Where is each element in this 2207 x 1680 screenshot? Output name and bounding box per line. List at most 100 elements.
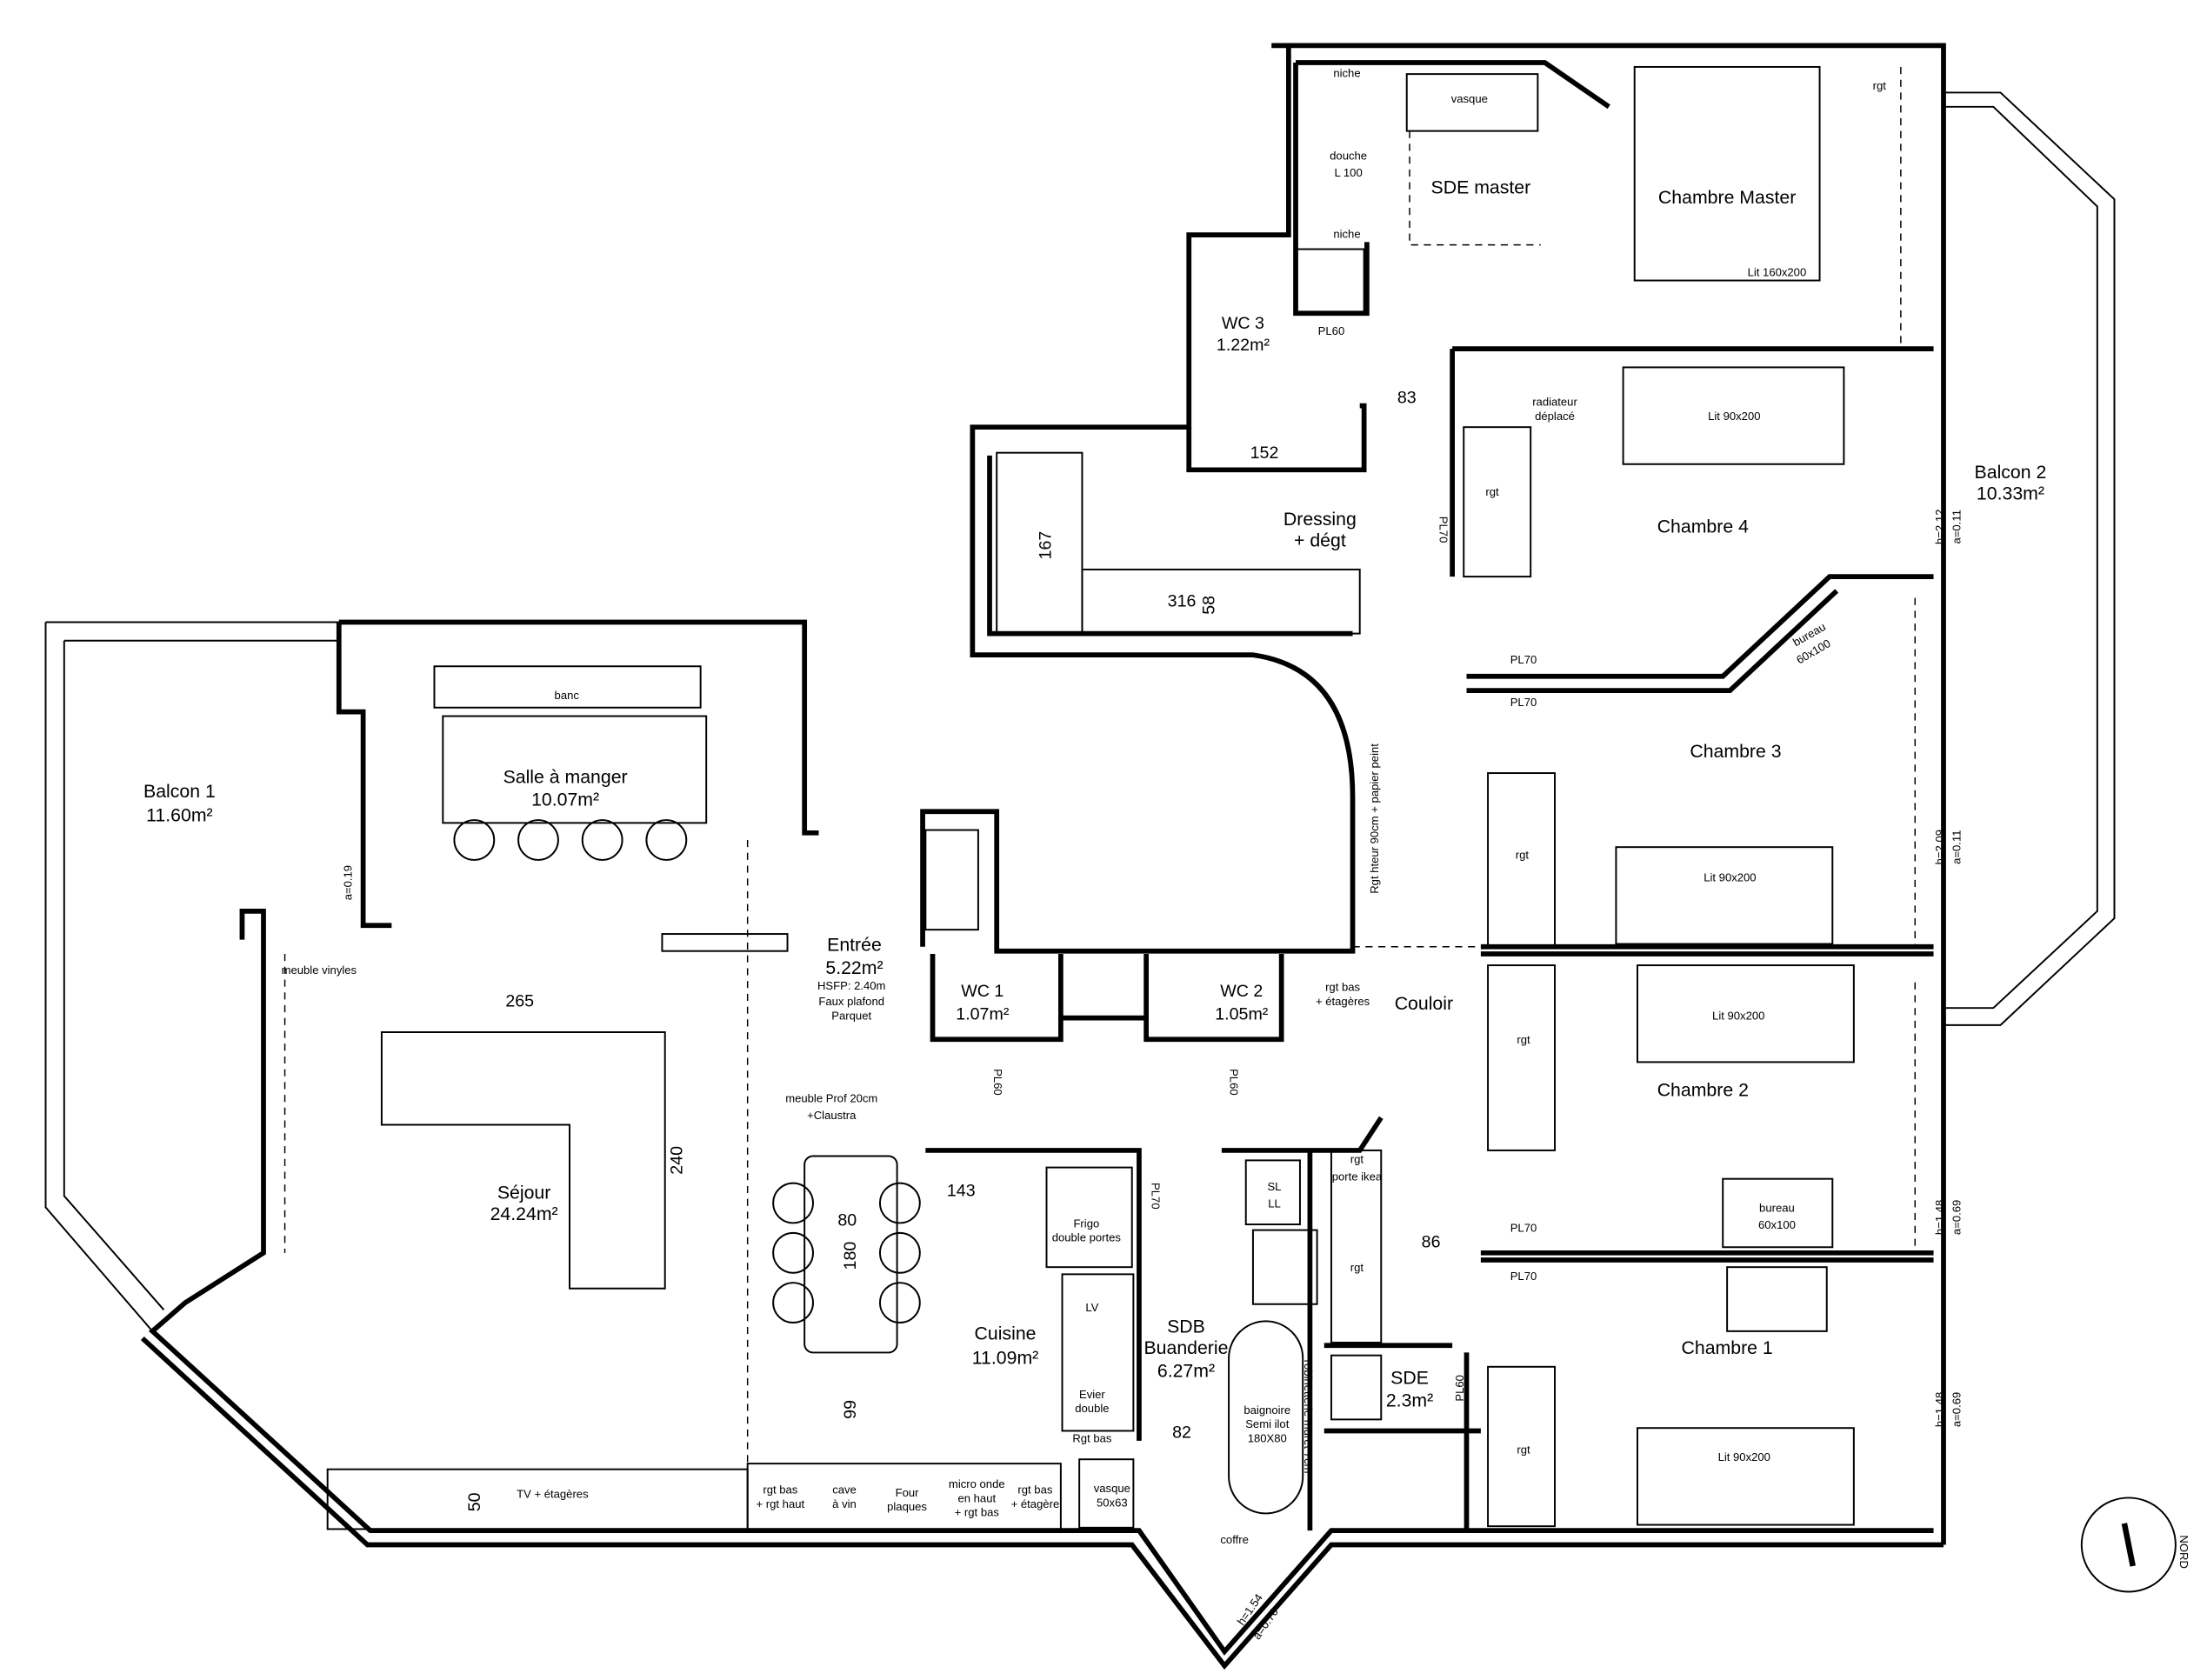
labels: SDE master Chambre Master niche niche do… bbox=[143, 66, 2046, 1642]
room-balcon1: Balcon 1 bbox=[143, 781, 216, 802]
dimension: 50 bbox=[465, 1492, 484, 1511]
dimension: 83 bbox=[1397, 388, 1417, 407]
rgt-hteur-label: Rgt hteur 90cm + papier peint bbox=[1368, 743, 1381, 894]
door-label: PL70 bbox=[1150, 1183, 1163, 1210]
room-sejour: Séjour bbox=[497, 1183, 550, 1203]
dimension: 80 bbox=[837, 1211, 857, 1230]
entree-note: Faux plafond bbox=[818, 995, 884, 1008]
room-sdb: Buanderie bbox=[1144, 1337, 1228, 1358]
room-chambre-master: Chambre Master bbox=[1658, 187, 1796, 208]
kitchen-unit-label: Four bbox=[896, 1486, 920, 1499]
coffre-label: coffre bbox=[1220, 1533, 1248, 1546]
baignoire-label: 180X80 bbox=[1248, 1432, 1287, 1445]
window-label: a=0.69 bbox=[1950, 1392, 1964, 1427]
room-balcon2: Balcon 2 bbox=[1975, 462, 2047, 483]
rgt-label: rgt bbox=[1350, 1153, 1364, 1166]
bed-label: Lit 160x200 bbox=[1748, 266, 1807, 279]
rgt-label: rgt bbox=[1485, 485, 1499, 498]
bed-label: Lit 90x200 bbox=[1718, 1450, 1770, 1463]
room-sde: SDE bbox=[1390, 1367, 1429, 1388]
window-label: h=1.48 bbox=[1933, 1200, 1946, 1235]
dimension: 180 bbox=[841, 1242, 860, 1270]
room-entree: Entrée bbox=[827, 935, 882, 956]
dimension: 58 bbox=[1200, 596, 1219, 615]
radiateur-label: déplacé bbox=[1535, 410, 1575, 423]
door-label: PL60 bbox=[1318, 324, 1345, 337]
dimension: 86 bbox=[1422, 1232, 1441, 1251]
evier-label: double bbox=[1075, 1402, 1109, 1415]
window-label: a=0.69 bbox=[1950, 1200, 1964, 1235]
frigo-label: double portes bbox=[1052, 1231, 1122, 1244]
kitchen-unit-label: cave bbox=[832, 1483, 857, 1497]
room-chambre1: Chambre 1 bbox=[1682, 1337, 1773, 1358]
entree-note: Parquet bbox=[831, 1009, 871, 1022]
tv-label: TV + étagères bbox=[517, 1487, 589, 1500]
kitchen-unit-label: rgt bas bbox=[1017, 1483, 1052, 1497]
meuble-vinyles-label: meuble vinyles bbox=[282, 963, 357, 977]
lv-label: LV bbox=[1085, 1301, 1098, 1314]
kitchen-unit-label: + étagère bbox=[1011, 1497, 1060, 1510]
room-sde-area: 2.3m² bbox=[1386, 1390, 1433, 1411]
room-dressing: + dégt bbox=[1294, 530, 1346, 551]
room-dressing: Dressing bbox=[1284, 509, 1357, 530]
balconies bbox=[44, 91, 2116, 1332]
rgt-label: rgt bbox=[1873, 79, 1887, 92]
room-wc2-area: 1.05m² bbox=[1215, 1004, 1269, 1023]
bed-label: Lit 90x200 bbox=[1704, 870, 1756, 883]
bed-label: Lit 90x200 bbox=[1712, 1009, 1764, 1022]
compass: NORD bbox=[2080, 1497, 2190, 1593]
douche-label: douche bbox=[1330, 149, 1367, 162]
room-sdb-area: 6.27m² bbox=[1157, 1360, 1215, 1381]
room-cuisine: Cuisine bbox=[975, 1323, 1037, 1344]
window-label: a=0.11 bbox=[1950, 510, 1964, 543]
window-label: h=1.48 bbox=[1933, 1392, 1946, 1427]
dimension: 143 bbox=[947, 1181, 976, 1200]
door-label: PL60 bbox=[1228, 1069, 1241, 1096]
room-balcon1-area: 11.60m² bbox=[146, 805, 212, 826]
room-wc3: WC 3 bbox=[1222, 314, 1264, 333]
niche-label: niche bbox=[1333, 66, 1360, 79]
room-chambre3: Chambre 3 bbox=[1690, 741, 1781, 762]
room-chambre4: Chambre 4 bbox=[1657, 516, 1749, 537]
baignoire-label: baignoire bbox=[1244, 1403, 1290, 1417]
dimension: 99 bbox=[841, 1400, 860, 1419]
baignoire-label: Semi ilot bbox=[1245, 1417, 1290, 1430]
rgt-label: Rgt bas bbox=[1072, 1432, 1112, 1445]
meuble-label: meuble Prof 20cm bbox=[785, 1091, 877, 1104]
vasque-label: 50x63 bbox=[1097, 1496, 1128, 1509]
door-label: PL70 bbox=[1510, 653, 1537, 666]
rgt-label: rgt bbox=[1517, 1443, 1530, 1457]
dimension: 152 bbox=[1250, 443, 1279, 463]
dimension: 265 bbox=[505, 992, 534, 1011]
rgt-label: rgt bbox=[1516, 848, 1530, 861]
kitchen-unit-label: à vin bbox=[832, 1497, 857, 1510]
evier-label: Evier bbox=[1079, 1388, 1105, 1401]
walls bbox=[140, 43, 1946, 1670]
kitchen-unit-label: + rgt bas bbox=[955, 1506, 1000, 1519]
room-couloir: Couloir bbox=[1395, 993, 1453, 1014]
kitchen-unit-label: plaques bbox=[887, 1500, 927, 1513]
room-cuisine-area: 11.09m² bbox=[972, 1348, 1038, 1369]
window-label: h=2.09 bbox=[1933, 830, 1946, 864]
bed-label: Lit 90x200 bbox=[1708, 410, 1760, 423]
room-sejour-area: 24.24m² bbox=[490, 1203, 558, 1224]
compass-label: NORD bbox=[2177, 1535, 2190, 1569]
kitchen-unit-label: + rgt haut bbox=[757, 1497, 805, 1510]
room-wc3-area: 1.22m² bbox=[1217, 336, 1270, 355]
compass-icon bbox=[2080, 1497, 2177, 1593]
kitchen-unit-label: micro onde bbox=[949, 1477, 1005, 1490]
room-balcon2-area: 10.33m² bbox=[1977, 483, 2044, 504]
room-sde-master: SDE master bbox=[1431, 177, 1531, 198]
rgt-label: rgt bas bbox=[1325, 981, 1360, 994]
kitchen-unit-label: en haut bbox=[957, 1491, 996, 1504]
door-label: PL70 bbox=[1437, 517, 1450, 543]
sl-label: SL bbox=[1267, 1180, 1281, 1193]
room-wc1: WC 1 bbox=[961, 982, 1003, 1001]
bureau-label: bureau bbox=[1759, 1201, 1795, 1214]
room-sdb: SDB bbox=[1167, 1317, 1205, 1337]
door-label: PL60 bbox=[991, 1069, 1004, 1096]
dimension: 316 bbox=[1168, 591, 1197, 610]
window-label: a=0.19 bbox=[342, 865, 355, 900]
door-label: PL60 bbox=[1453, 1375, 1466, 1402]
